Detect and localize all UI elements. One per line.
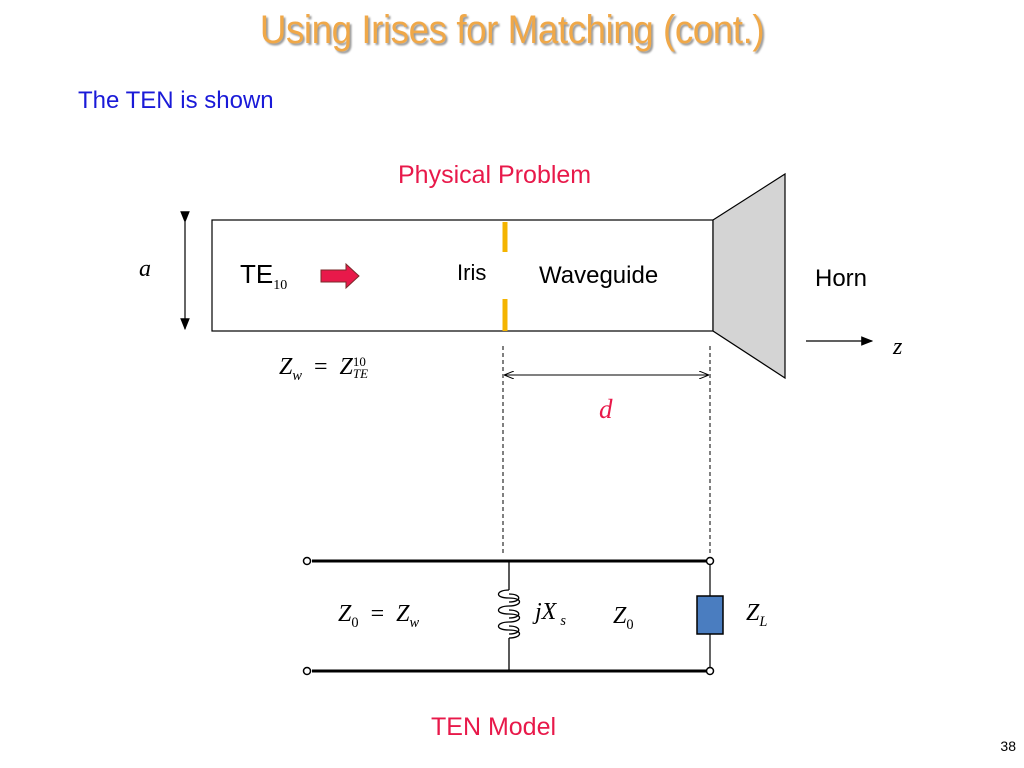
te10-mode-sub: 10 (273, 278, 288, 294)
zw-rhs-subscript: w (409, 614, 420, 631)
te10-mode-main: TE (240, 259, 274, 289)
input-terminal-top (302, 556, 312, 566)
equals-sign: = (313, 354, 328, 380)
zte-symbol: Z (339, 354, 353, 380)
z0-subscript: 0 (351, 614, 359, 631)
z0-equals-sign: = (370, 601, 385, 627)
load-z-subscript: L (759, 613, 768, 630)
te10-direction-arrow (320, 262, 360, 290)
iris-label: Iris (457, 260, 487, 285)
slide-number: 38 (1000, 738, 1016, 754)
waveguide-body (211, 219, 714, 332)
line-z-subscript: 0 (626, 616, 634, 633)
line-impedance-label: Z0 (613, 603, 634, 634)
reactance-subscript: s (560, 612, 566, 629)
zte-subscript: TE (352, 366, 369, 382)
shunt-inductor-icon (497, 561, 521, 671)
ten-model-label: TEN Model (431, 713, 557, 741)
distance-d-label: d (599, 394, 613, 424)
horn-label: Horn (815, 265, 868, 292)
dimension-a-label: a (139, 256, 151, 282)
z-axis-label: z (893, 334, 903, 360)
line-z-symbol: Z (613, 603, 627, 629)
load-impedance-label: ZL (746, 600, 767, 631)
slide-title: Using Irises for Matching (cont.) (259, 8, 765, 52)
load-impedance-block (696, 595, 724, 635)
load-z-symbol: Z (746, 600, 760, 626)
z0-symbol: Z (338, 601, 352, 627)
zw-rhs-symbol: Z (396, 601, 410, 627)
reactance-j: j (535, 599, 542, 625)
waveguide-label: Waveguide (539, 262, 659, 289)
physical-problem-label: Physical Problem (398, 161, 592, 189)
zte-superscript: 10 (352, 354, 366, 370)
output-terminal-top (705, 556, 715, 566)
zw-subscript: w (292, 367, 302, 384)
slide-subtitle: The TEN is shown (78, 87, 274, 114)
te10-mode-label: TE10 (240, 259, 287, 294)
output-terminal-bottom (705, 666, 715, 676)
horn-shape (712, 172, 786, 380)
reactance-x: X (541, 599, 557, 625)
zw-symbol: Z (279, 354, 293, 380)
z0-equation: Z0 = Zw (338, 601, 419, 632)
input-terminal-bottom (302, 666, 312, 676)
